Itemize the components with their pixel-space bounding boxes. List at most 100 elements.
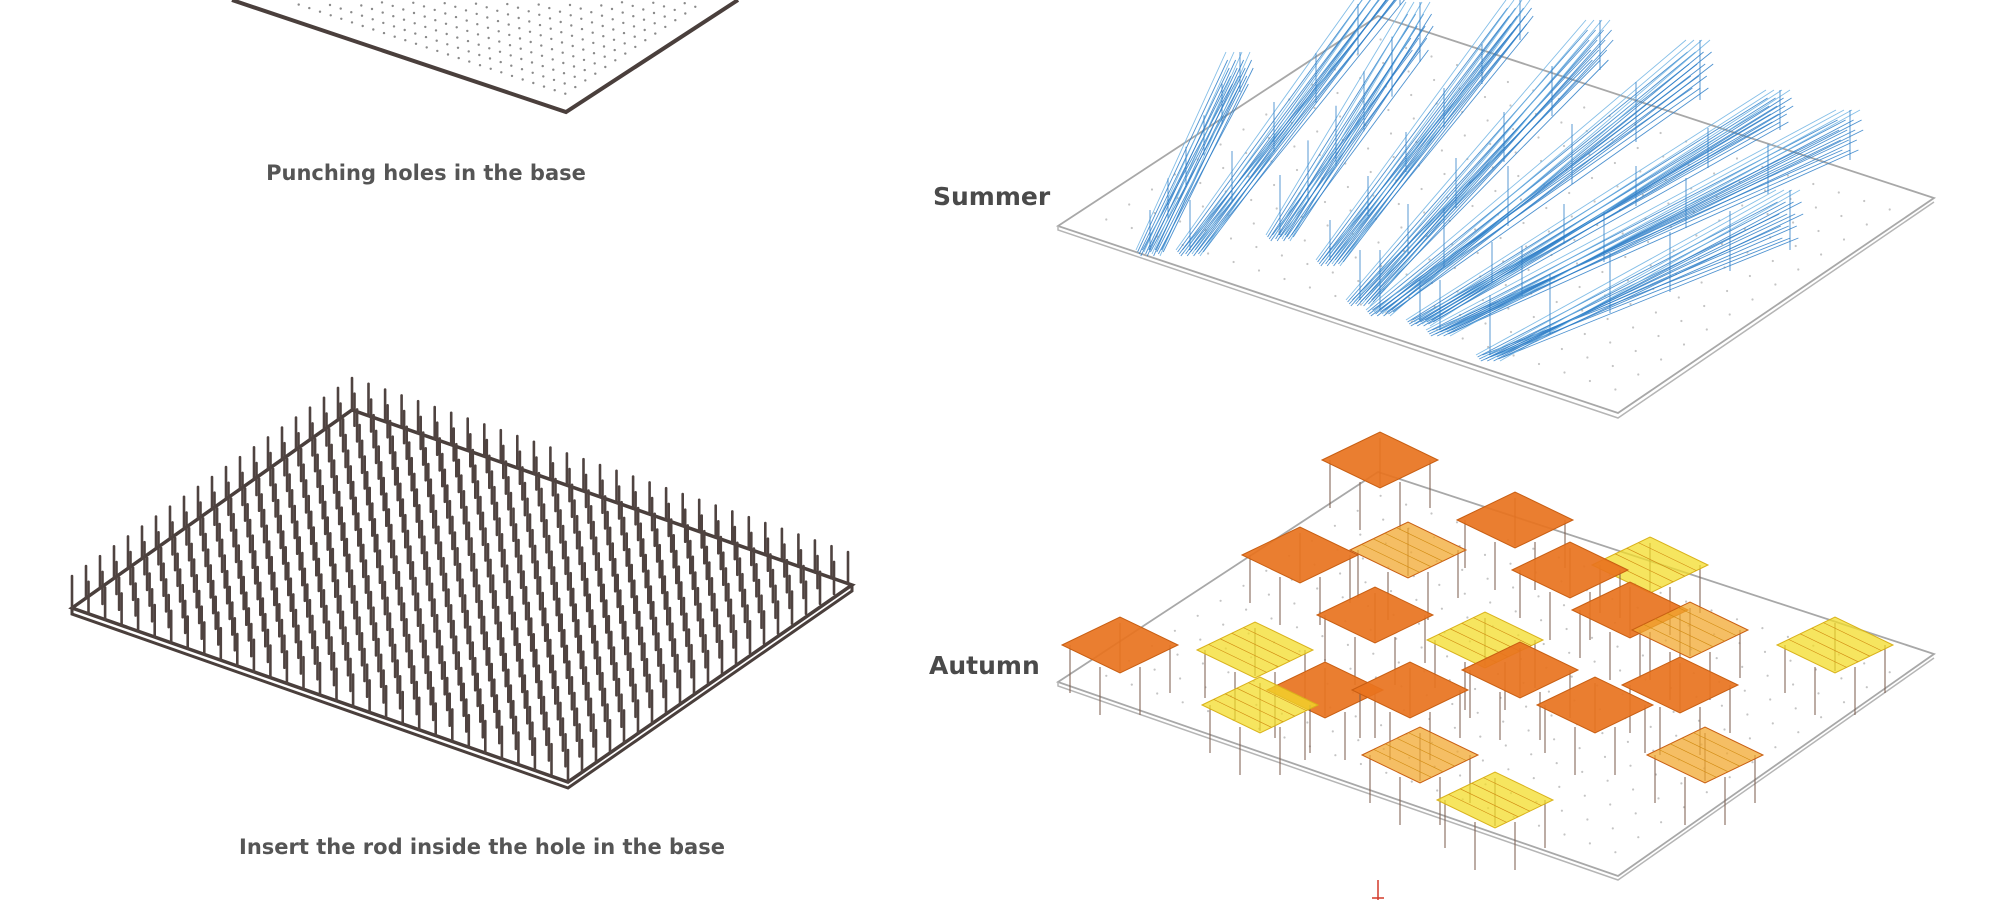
canopy-weave xyxy=(1213,699,1272,728)
hole-dot xyxy=(371,18,374,21)
grid-dot xyxy=(1423,211,1426,214)
grid-dot xyxy=(1532,315,1535,319)
grid-dot xyxy=(1270,617,1273,620)
summer-strand xyxy=(1198,0,1405,255)
hole-dot xyxy=(454,15,458,19)
summer-strand xyxy=(1372,39,1614,303)
grid-dot xyxy=(1820,253,1823,256)
grid-dot xyxy=(1199,638,1202,641)
grid-dot xyxy=(1227,671,1230,674)
hole-dot xyxy=(360,4,363,7)
grid-dot xyxy=(1339,572,1342,575)
grid-dot xyxy=(1581,770,1584,774)
canopy-panel xyxy=(1455,491,1575,549)
hole-dot xyxy=(297,3,300,6)
hole-dot xyxy=(506,13,510,16)
grid-dot xyxy=(1695,234,1698,237)
grid-dot xyxy=(1817,692,1820,695)
hole-dot xyxy=(539,34,542,37)
summer-strand xyxy=(1496,225,1797,358)
canopy-weave xyxy=(1788,639,1847,668)
hole-dot xyxy=(552,78,556,82)
canopy-weave xyxy=(1681,737,1740,767)
grid-dot xyxy=(1786,174,1789,177)
grid-dot xyxy=(1397,661,1400,664)
grid-dot xyxy=(1563,371,1566,374)
hole-dot xyxy=(468,60,471,63)
hole-dot xyxy=(507,23,510,26)
grid-dot xyxy=(1313,106,1316,110)
grid-dot xyxy=(1207,710,1210,713)
hole-dot xyxy=(569,14,572,17)
grid-dot xyxy=(1761,627,1764,630)
grid-dot xyxy=(1590,176,1594,180)
grid-dot xyxy=(1562,604,1566,607)
canopy-panel xyxy=(1195,621,1315,679)
grid-dot xyxy=(1474,228,1477,231)
hole-dot xyxy=(563,82,566,85)
hole-dot xyxy=(590,11,593,14)
summer-strand xyxy=(1436,129,1848,337)
hole-dot xyxy=(508,44,512,47)
summer-strand xyxy=(1320,23,1512,267)
grid-dot xyxy=(1331,271,1334,274)
grid-dot xyxy=(1632,326,1635,329)
grid-dot xyxy=(1400,226,1403,229)
hole-dot xyxy=(673,8,676,12)
hole-dot xyxy=(552,68,555,71)
grid-dot xyxy=(1356,509,1359,512)
hole-dot xyxy=(381,11,384,14)
hole-dot xyxy=(600,14,604,17)
grid-dot xyxy=(1525,245,1528,248)
hole-dot xyxy=(634,45,637,49)
canopy-panel xyxy=(1360,726,1480,784)
grid-dot xyxy=(1771,259,1774,263)
summer-strand xyxy=(1361,19,1603,305)
grid-dot xyxy=(1637,836,1640,839)
summer-strand xyxy=(1428,121,1789,325)
grid-dot xyxy=(1611,827,1614,830)
grid-dot xyxy=(1504,283,1507,287)
canopy-weave xyxy=(1638,542,1697,571)
canopy-weave xyxy=(1225,693,1284,723)
hole-dot xyxy=(500,71,503,74)
hole-dot xyxy=(318,10,322,13)
grid-dot xyxy=(1275,207,1278,210)
summer-strand xyxy=(1347,29,1588,303)
rod-base-thickness xyxy=(70,585,854,790)
canopy-weave xyxy=(1460,788,1519,818)
canopy-weave xyxy=(1615,553,1674,583)
grid-dot xyxy=(1720,704,1723,707)
summer-strand xyxy=(1364,39,1606,301)
canopy-weave xyxy=(1471,782,1530,812)
canopy-weave xyxy=(1236,687,1295,717)
grid-dot xyxy=(1385,771,1388,774)
grid-dot xyxy=(1357,279,1360,283)
grid-dot xyxy=(1509,562,1512,565)
hole-dot xyxy=(572,65,576,68)
summer-strand xyxy=(1405,89,1767,321)
grid-dot xyxy=(1741,665,1744,669)
grid-dot xyxy=(1461,337,1464,340)
grid-dot xyxy=(1660,358,1663,361)
hole-dot xyxy=(486,26,490,29)
grid-dot xyxy=(1842,701,1846,704)
grid-dot xyxy=(1812,182,1815,186)
canopy-weave xyxy=(1208,644,1267,673)
grid-dot xyxy=(1222,623,1225,626)
grid-dot xyxy=(1173,629,1176,632)
grid-dot xyxy=(1293,145,1296,148)
grid-dot xyxy=(1774,283,1777,286)
grid-dot xyxy=(1621,232,1624,235)
hole-dot xyxy=(564,92,567,95)
grid-dot xyxy=(1428,258,1431,261)
grid-dot xyxy=(1326,224,1329,227)
summer-strand xyxy=(1154,67,1246,251)
hole-dot xyxy=(601,24,604,28)
grid-dot xyxy=(1280,254,1283,257)
hole-dot xyxy=(329,14,332,17)
summer-strand xyxy=(1358,49,1600,301)
grid-dot xyxy=(1372,652,1375,655)
hole-dot xyxy=(412,1,415,4)
grid-dot xyxy=(1308,286,1311,289)
